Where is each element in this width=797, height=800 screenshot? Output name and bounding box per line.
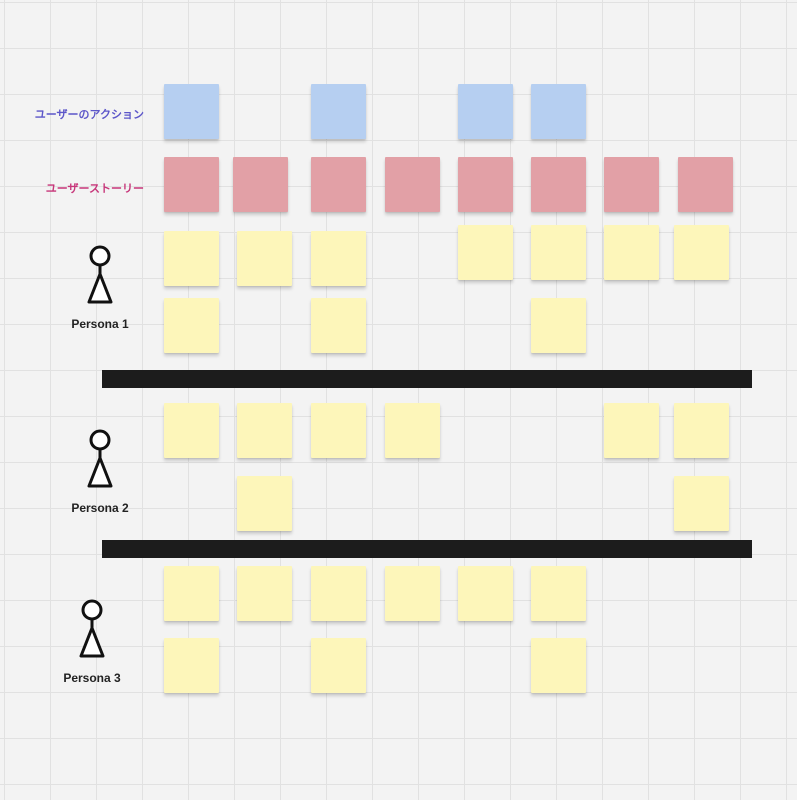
persona-2-note[interactable] [674,403,729,458]
persona-1-note[interactable] [604,225,659,280]
persona-3-note[interactable] [237,566,292,621]
persona-3-note[interactable] [458,566,513,621]
person-icon [87,245,113,304]
swimlane-divider[interactable] [102,540,752,558]
user-story-note[interactable] [233,157,288,212]
persona-1-note[interactable] [164,231,219,286]
persona-2-note[interactable] [311,403,366,458]
user-action-note[interactable] [311,84,366,139]
persona-label: Persona 3 [63,671,121,685]
persona-label: Persona 2 [71,501,129,515]
user-story-note[interactable] [164,157,219,212]
persona-1-note[interactable] [164,298,219,353]
persona-2-note[interactable] [385,403,440,458]
persona-1-note[interactable] [531,298,586,353]
persona-1-note[interactable] [531,225,586,280]
persona-1-note[interactable] [237,231,292,286]
user-story-note[interactable] [531,157,586,212]
person-icon [79,599,105,658]
persona-3-note[interactable] [385,566,440,621]
persona-3-note[interactable] [531,566,586,621]
user-action-row-label: ユーザーのアクション [34,109,144,121]
user-story-note[interactable] [458,157,513,212]
persona-1-note[interactable] [311,231,366,286]
persona-label: Persona 1 [71,317,129,331]
user-story-note[interactable] [385,157,440,212]
persona-3-note[interactable] [531,638,586,693]
persona-1-note[interactable] [311,298,366,353]
user-action-note[interactable] [531,84,586,139]
user-story-row-label: ユーザーストーリー [45,183,144,195]
persona-2-note[interactable] [604,403,659,458]
persona-3-note[interactable] [164,638,219,693]
user-action-note[interactable] [164,84,219,139]
persona-1: Persona 1 [40,244,160,331]
persona-3-note[interactable] [311,638,366,693]
user-action-note[interactable] [458,84,513,139]
persona-3-note[interactable] [164,566,219,621]
persona-3: Persona 3 [32,598,152,685]
user-story-note[interactable] [311,157,366,212]
persona-2-note[interactable] [164,403,219,458]
persona-2: Persona 2 [40,428,160,515]
person-icon [87,429,113,488]
persona-1-note[interactable] [458,225,513,280]
user-story-note[interactable] [678,157,733,212]
persona-2-note[interactable] [674,476,729,531]
user-story-note[interactable] [604,157,659,212]
persona-2-note[interactable] [237,476,292,531]
persona-3-note[interactable] [311,566,366,621]
persona-2-note[interactable] [237,403,292,458]
persona-1-note[interactable] [674,225,729,280]
swimlane-divider[interactable] [102,370,752,388]
